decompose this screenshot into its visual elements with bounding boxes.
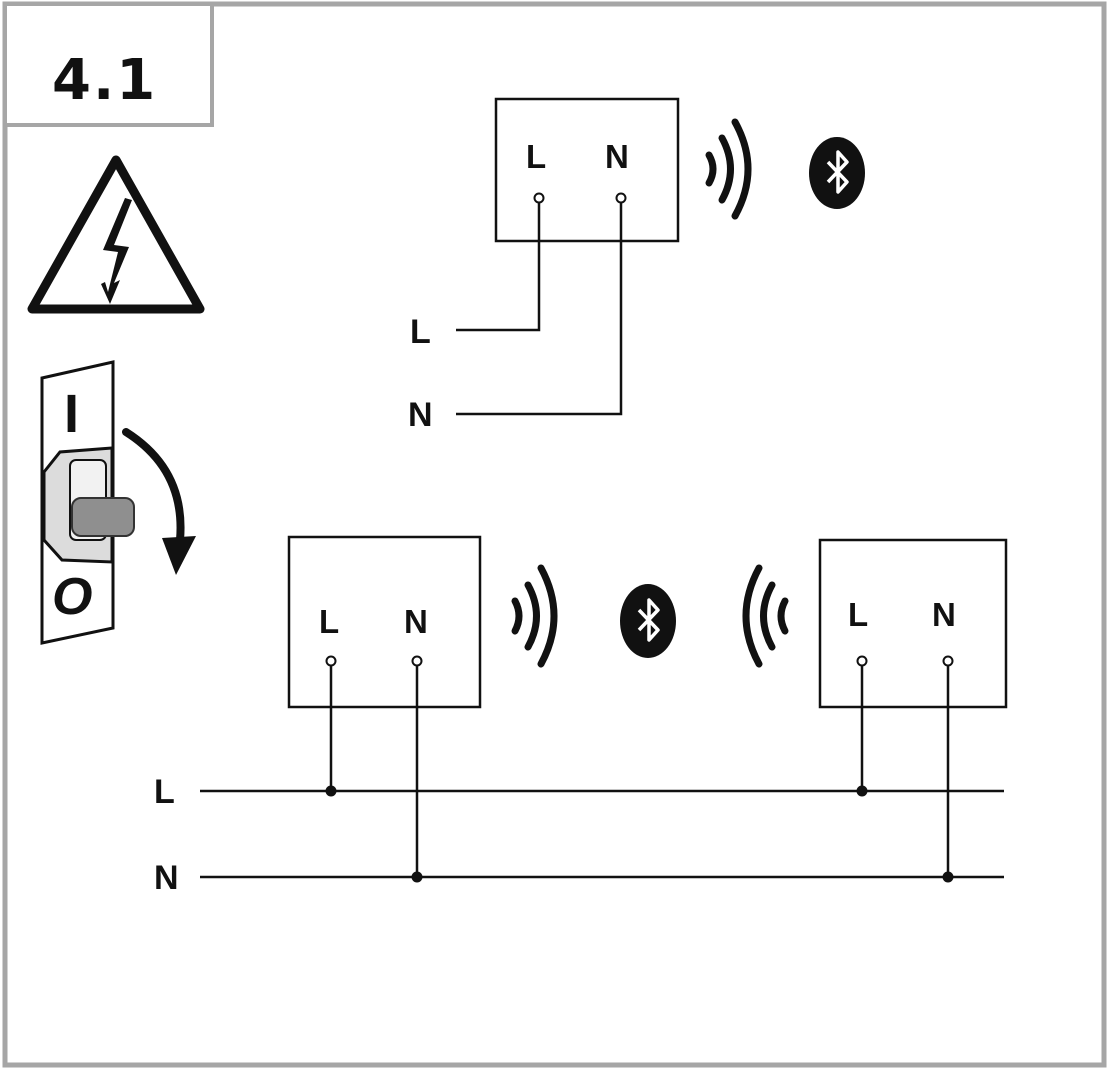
junction-dot: [856, 785, 868, 797]
step-number-box: 4.1: [3, 2, 214, 127]
top-wire-line-label: L: [410, 313, 431, 351]
step-number: 4.1: [52, 48, 157, 113]
top-wire-neutral-label: N: [408, 396, 433, 434]
circuit-breaker-switch-icon: I O: [40, 360, 196, 645]
bottom-left-wireless-signal-icon: [511, 564, 558, 668]
bottom-right-terminal-l-point: [856, 655, 868, 667]
top-terminal-l-point: [533, 192, 545, 204]
breaker-on-label: I: [64, 384, 79, 444]
bottom-right-module: L N: [818, 538, 1008, 709]
junction-dot: [411, 871, 423, 883]
bus-neutral-label: N: [154, 859, 179, 897]
breaker-off-label: O: [52, 568, 92, 626]
bottom-left-terminal-l: L: [319, 603, 339, 640]
switch-off-arrow-icon: [122, 428, 185, 544]
top-wires: L N: [408, 203, 623, 434]
bottom-right-terminal-n-point: [942, 655, 954, 667]
top-bluetooth-icon: [809, 137, 865, 209]
bottom-left-terminal-n-point: [411, 655, 423, 667]
bottom-left-terminal-l-point: [325, 655, 337, 667]
bottom-left-terminal-n: N: [404, 603, 428, 640]
junction-dot: [942, 871, 954, 883]
high-voltage-warning-icon: [27, 155, 205, 314]
top-module: L N: [494, 97, 680, 243]
bottom-right-wireless-signal-icon: [742, 564, 789, 668]
top-module-terminal-l: L: [526, 138, 546, 175]
bus-line-label: L: [154, 773, 175, 811]
bottom-left-module: L N: [287, 535, 482, 709]
top-wireless-signal-icon: [705, 118, 752, 220]
bottom-bluetooth-icon: [620, 584, 676, 658]
bottom-right-terminal-n: N: [932, 596, 956, 633]
bus-junctions: [325, 785, 954, 883]
bottom-right-terminal-l: L: [848, 596, 868, 633]
junction-dot: [325, 785, 337, 797]
top-module-terminal-n: N: [605, 138, 629, 175]
top-terminal-n-point: [615, 192, 627, 204]
